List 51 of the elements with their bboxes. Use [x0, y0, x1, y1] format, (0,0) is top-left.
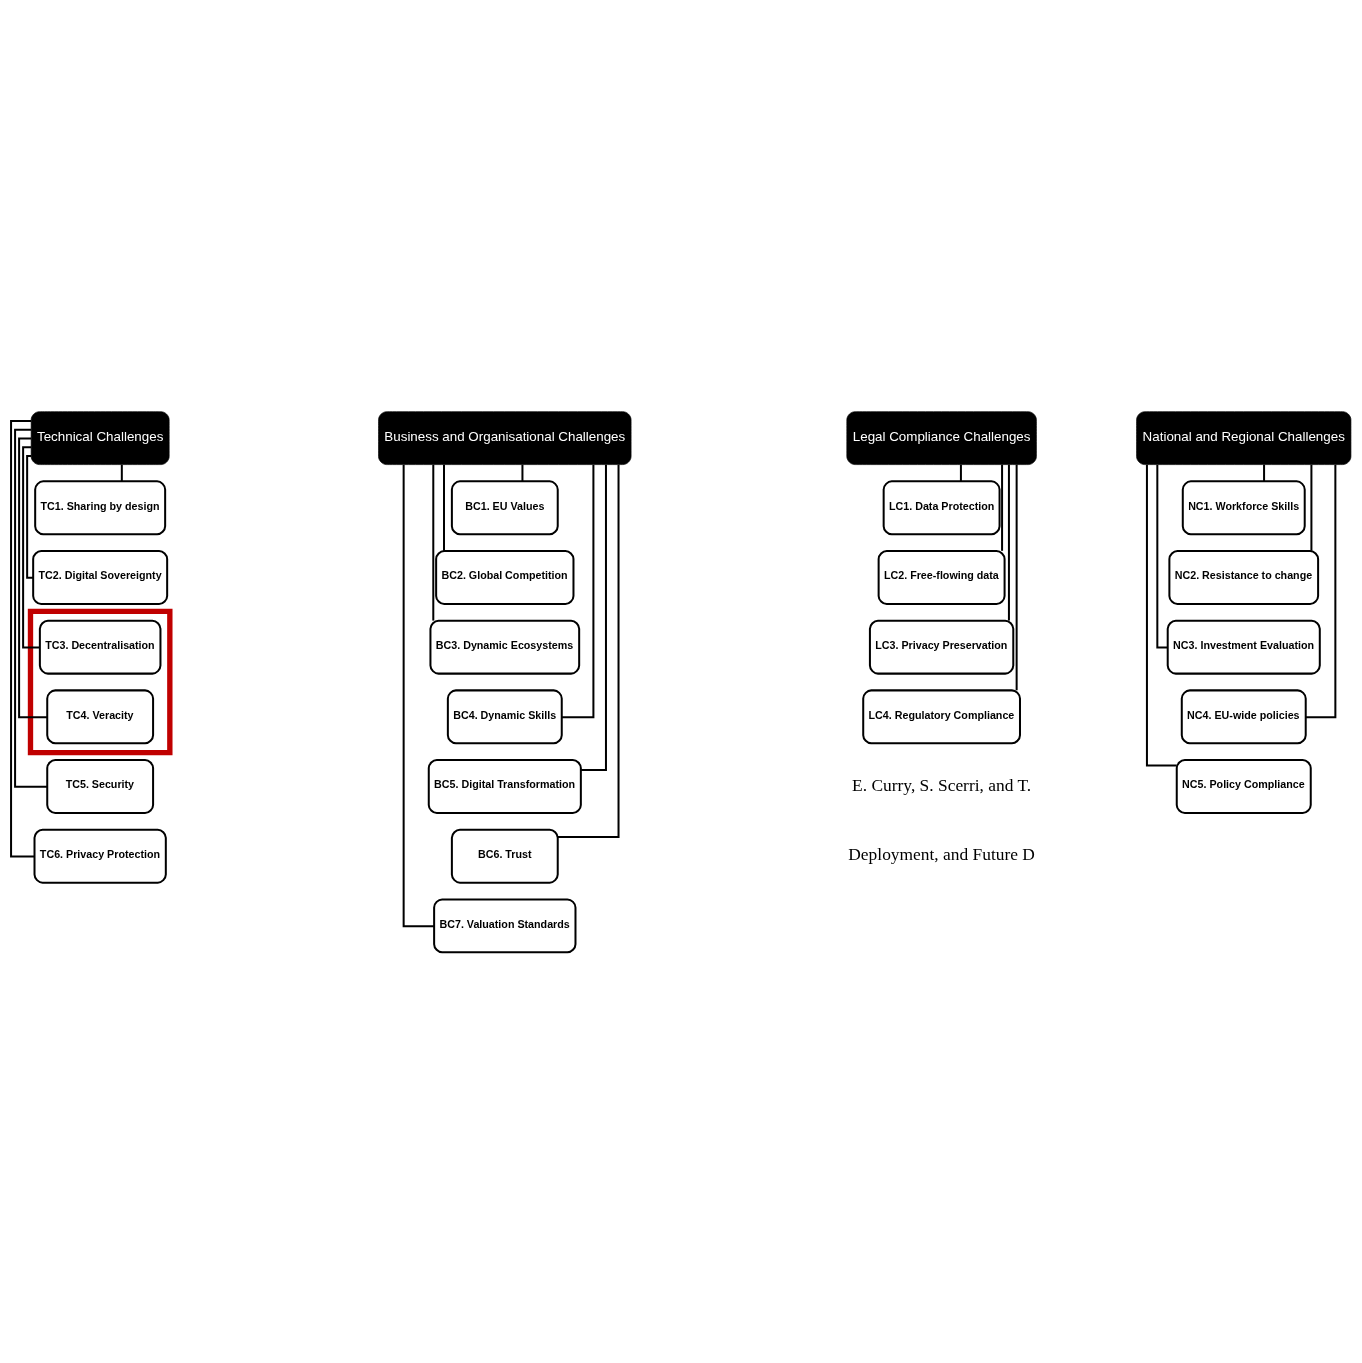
node-box: LC4. Regulatory Compliance	[862, 688, 1021, 744]
connector	[1263, 464, 1266, 481]
node-box: LC2. Free-flowing data	[877, 549, 1006, 605]
node-box: TC6. Privacy Protection	[33, 828, 167, 884]
node-box: BC4. Dynamic Skills	[446, 688, 563, 744]
connector	[1156, 464, 1168, 648]
node-box: BC3. Dynamic Ecosystems	[429, 619, 581, 675]
connector	[521, 464, 524, 481]
node-box: Business and Organisational Challenges	[378, 410, 632, 465]
connector	[22, 445, 40, 648]
connector	[402, 464, 434, 927]
node-box: BC7. Valuation Standards	[433, 897, 577, 953]
label: Deployment, and Future D	[848, 843, 1035, 864]
node-box: TC1. Sharing by design	[34, 479, 167, 535]
node-box: LC3. Privacy Preservation	[868, 619, 1015, 675]
node-box: Legal Compliance Challenges	[846, 410, 1037, 465]
connector	[1305, 464, 1337, 718]
cluster	[27, 608, 173, 755]
connector	[1145, 464, 1177, 766]
connector	[558, 464, 620, 838]
node-box: NC3. Investment Evaluation	[1166, 619, 1321, 675]
node-box: Technical Challenges	[30, 410, 170, 465]
connector	[10, 419, 35, 858]
connector	[120, 464, 123, 481]
connector	[1007, 464, 1010, 621]
node-box: NC4. EU-wide policies	[1180, 688, 1307, 744]
node-box: National and Regional Challenges	[1136, 410, 1352, 465]
node-box: TC3. Decentralisation	[38, 619, 162, 675]
connector	[959, 464, 962, 481]
connector	[432, 464, 435, 621]
connector	[561, 464, 595, 718]
node-box: BC5. Digital Transformation	[427, 758, 582, 814]
node-box: TC2. Digital Sovereignty	[32, 549, 169, 605]
label: E. Curry, S. Scerri, and T.	[852, 774, 1032, 795]
node-box: TC5. Security	[46, 758, 155, 814]
connector	[1001, 464, 1004, 551]
connector	[26, 454, 34, 579]
connector	[1310, 464, 1313, 551]
node-box: TC4. Veracity	[46, 688, 155, 744]
node-box: BC2. Global Competition	[435, 549, 575, 605]
connector	[443, 464, 445, 551]
connector	[1015, 464, 1018, 690]
node-box: NC2. Resistance to change	[1168, 549, 1320, 605]
node-box: NC1. Workforce Skills	[1181, 479, 1306, 535]
connector	[18, 436, 48, 718]
connector	[14, 428, 47, 788]
node-box: NC5. Policy Compliance	[1175, 758, 1312, 814]
node-box: BC6. Trust	[450, 828, 559, 884]
node-box: LC1. Data Protection	[882, 479, 1001, 535]
connector	[580, 464, 607, 771]
node-box: BC1. EU Values	[450, 479, 559, 535]
